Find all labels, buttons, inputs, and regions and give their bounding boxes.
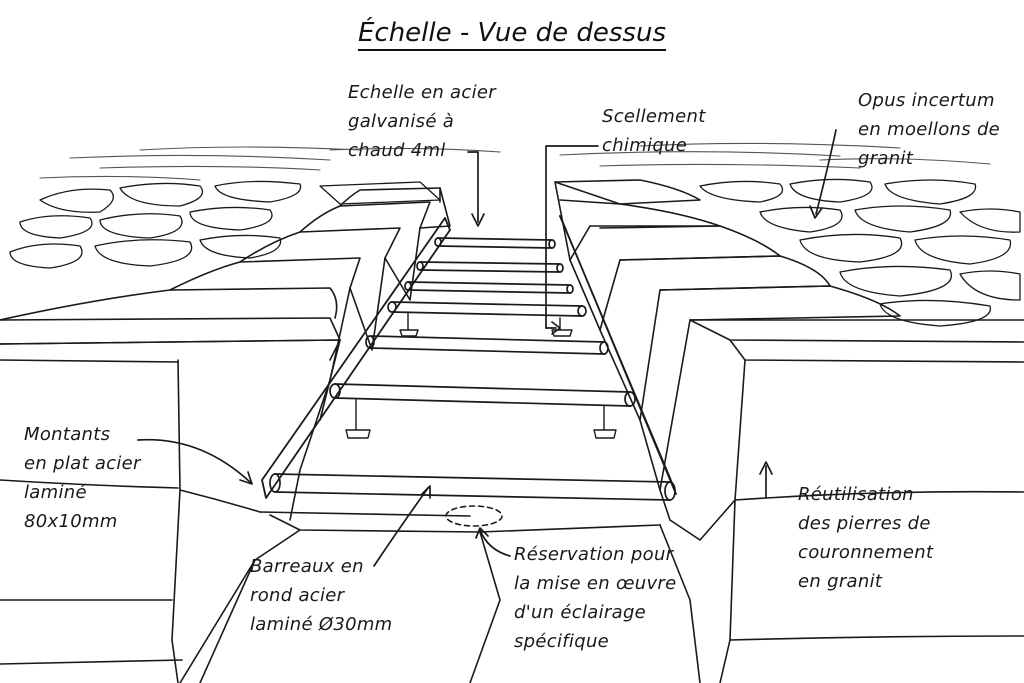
diagram-title: Échelle - Vue de dessus [0,18,1024,51]
arrow-scellement [545,145,599,335]
anchor-brackets [345,311,617,439]
arrow-reservation [475,527,511,557]
horizon-strokes [39,142,991,181]
rung-4 [387,301,587,317]
rung-5 [365,335,609,355]
arrow-echelle [467,151,485,227]
label-barreaux: Barreaux en rond acier laminé Ø30mm [250,556,393,635]
trench-floor [179,514,701,683]
arrow-montants [137,438,253,485]
rung-6 [329,383,636,407]
arrow-reutilisation [759,461,773,499]
rung-3 [404,281,574,294]
label-scellement: Scellement chimique [602,106,706,156]
label-echelle: Echelle en acier galvanisé à chaud 4ml [348,82,496,161]
title-text: Échelle - Vue de dessus [357,18,666,51]
ladder-rungs [269,237,676,501]
rung-7 [269,473,676,501]
arrow-barreaux [373,485,431,567]
label-montants: Montants en plat acier laminé 80x10mm [24,424,141,532]
reservation-ellipse [445,505,503,527]
right-coping-stones [554,179,1024,683]
ladder-rails [261,215,677,499]
label-reutilisation: Réutilisation des pierres de couronnemen… [798,484,934,592]
leader-arrows [137,129,837,567]
arrow-opus [809,129,837,219]
right-paving [699,178,1021,327]
label-opus: Opus incertum en moellons de granit [858,90,1001,169]
rung-2 [416,261,564,273]
left-paving [9,180,441,269]
left-coping-stones [0,187,471,683]
rung-1 [434,237,556,249]
label-reservation: Réservation pour la mise en œuvre d'un é… [514,544,677,652]
